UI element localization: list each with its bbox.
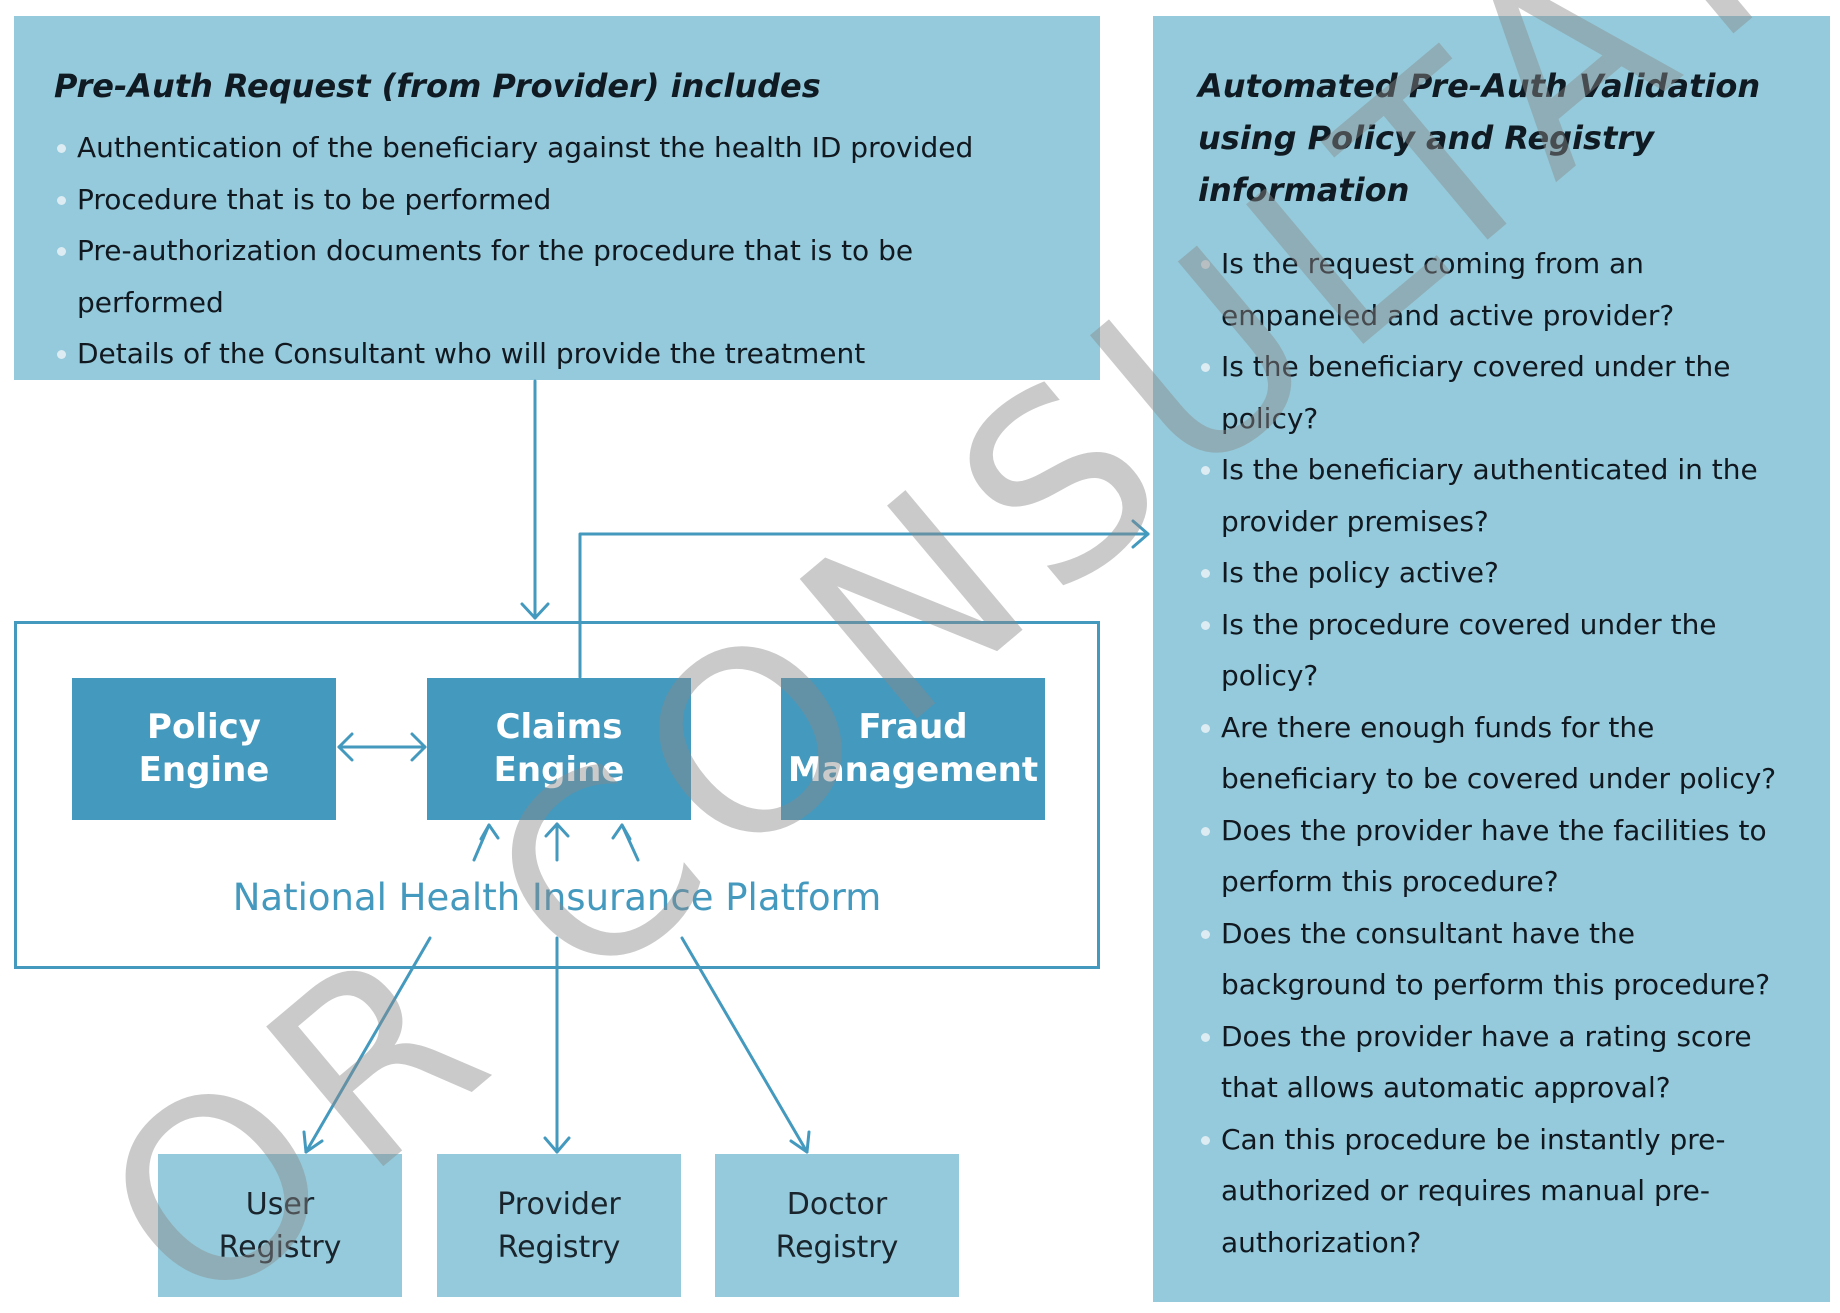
pre-auth-validation-item: Are there enough funds for the beneficia… — [1198, 702, 1800, 805]
user-registry-label: User Registry — [218, 1186, 342, 1265]
pre-auth-validation-item: Can this procedure be instantly pre-auth… — [1198, 1114, 1800, 1269]
doctor-registry-box: Doctor Registry — [715, 1154, 959, 1297]
pre-auth-request-item: Details of the Consultant who will provi… — [54, 328, 1060, 380]
policy-engine-label: Policy Engine — [138, 707, 270, 790]
claims-to-validation-arrowhead — [1131, 519, 1150, 549]
fraud-management-label: Fraud Management — [787, 707, 1039, 790]
claims-engine-label: Claims Engine — [493, 707, 625, 790]
pre-auth-request-item: Pre-authorization documents for the proc… — [54, 225, 1060, 328]
request-to-platform-arrowhead — [520, 602, 550, 620]
pre-auth-validation-item: Is the beneficiary covered under the pol… — [1198, 341, 1800, 444]
pre-auth-validation-item: Is the request coming from an empaneled … — [1198, 238, 1800, 341]
user-registry-arrowhead — [302, 1130, 324, 1154]
pre-auth-validation-item: Does the provider have the facilities to… — [1198, 805, 1800, 908]
pre-auth-validation-item: Does the consultant have the background … — [1198, 908, 1800, 1011]
pre-auth-validation-item: Is the procedure covered under the polic… — [1198, 599, 1800, 702]
pre-auth-validation-item: Is the policy active? — [1198, 547, 1800, 599]
pre-auth-request-item: Procedure that is to be performed — [54, 174, 1060, 226]
provider-registry-box: Provider Registry — [437, 1154, 681, 1297]
provider-registry-label: Provider Registry — [497, 1186, 621, 1265]
pre-auth-request-item: Authentication of the beneficiary agains… — [54, 122, 1060, 174]
pre-auth-validation-title: Automated Pre-Auth Validation using Poli… — [1198, 67, 1761, 209]
pre-auth-validation-item: Does the provider have a rating score th… — [1198, 1011, 1800, 1114]
platform-label: National Health Insurance Platform — [232, 876, 882, 919]
pre-auth-request-title: Pre-Auth Request (from Provider) include… — [54, 67, 821, 105]
platform-to-doctor-registry-line — [680, 936, 809, 1154]
doctor-registry-label: Doctor Registry — [775, 1186, 899, 1265]
claims-engine-box: Claims Engine — [427, 678, 691, 820]
pre-auth-validation-item: Is the beneficiary authenticated in the … — [1198, 444, 1800, 547]
pre-auth-validation-panel: Automated Pre-Auth Validation using Poli… — [1153, 16, 1830, 1302]
policy-engine-box: Policy Engine — [72, 678, 336, 820]
platform-to-user-registry-line — [304, 936, 432, 1154]
pre-auth-request-list: Authentication of the beneficiary agains… — [54, 122, 1060, 380]
user-registry-box: User Registry — [158, 1154, 402, 1297]
pre-auth-validation-list: Is the request coming from an empaneled … — [1198, 238, 1800, 1268]
pre-auth-request-panel: Pre-Auth Request (from Provider) include… — [14, 16, 1100, 380]
fraud-management-box: Fraud Management — [781, 678, 1045, 820]
provider-registry-arrowhead — [543, 1136, 571, 1154]
doctor-registry-arrowhead — [789, 1130, 811, 1154]
